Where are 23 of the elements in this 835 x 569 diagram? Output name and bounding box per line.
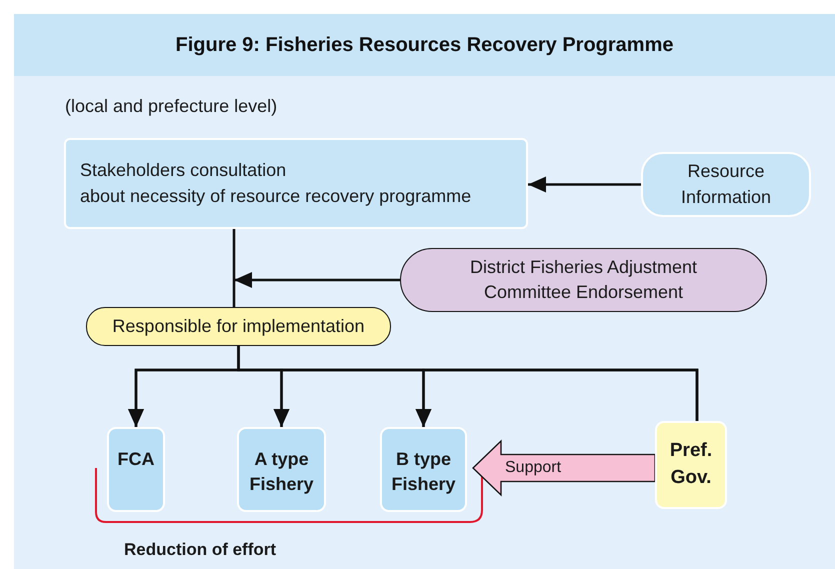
node-text: Responsible for implementation [112,314,365,338]
rounded-box [641,152,811,217]
node-text: District Fisheries Adjustment Committee Endorsement [468,256,698,304]
rounded-box [86,307,391,346]
node-text: about necessity of resource recovery programme [80,184,472,208]
arrow [234,272,400,288]
arrow [528,176,641,192]
node-text: B type Fishery [390,448,457,496]
title: Figure 9: Fisheries Resources Recovery Programme [176,34,674,56]
node-text: Resource Information [680,160,772,208]
arrow [416,368,698,427]
rounded-box [380,427,467,512]
node-text: FCA [118,448,154,471]
note: (local and prefecture level) [65,96,278,117]
edge-label: Support [504,458,562,478]
bracket-label: Reduction of effort [124,540,276,560]
process-box [64,138,528,229]
node-text: A type Fishery [248,448,315,496]
node-text: Stakeholders consultation [80,159,286,182]
rounded-box [237,427,326,512]
rounded-box [655,421,727,509]
rounded-box [107,427,165,512]
node-text: Pref. Gov. [668,439,714,490]
